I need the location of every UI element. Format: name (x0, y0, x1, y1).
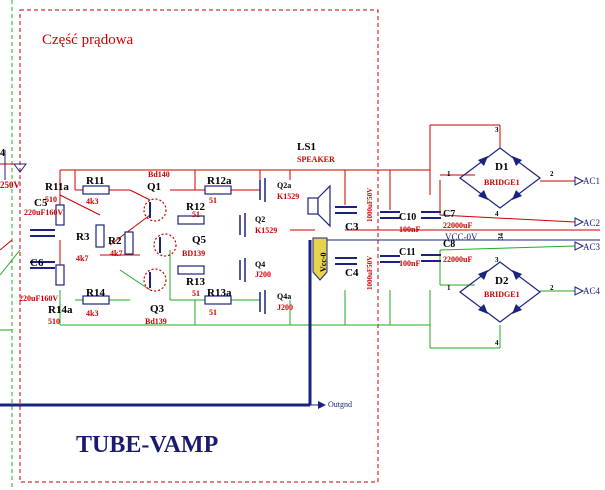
svg-text:SPEAKER: SPEAKER (297, 155, 335, 164)
q5-label: Q5 (192, 234, 207, 246)
svg-text:220uF160V: 220uF160V (19, 294, 58, 303)
bridge-diodes (478, 156, 522, 314)
svg-text:250V: 250V (0, 180, 21, 190)
svg-text:K1529: K1529 (255, 226, 277, 235)
section-frame (19, 9, 379, 483)
svg-text:4k7: 4k7 (76, 254, 88, 263)
c10-label: C10 (399, 212, 416, 223)
svg-text:100nF: 100nF (399, 225, 420, 234)
r3-label: R3 (76, 231, 90, 243)
q2a-label: Q2a (277, 181, 291, 190)
left-capacitors (30, 229, 55, 269)
c3-label: C3 (345, 221, 359, 233)
board-title: TUBE-VAMP (76, 432, 218, 458)
svg-text:22000uF: 22000uF (443, 255, 472, 264)
r11a-label: R11a (45, 181, 69, 193)
speaker-icon (307, 184, 331, 228)
svg-text:4: 4 (495, 339, 499, 347)
r12-label: R12 (186, 201, 205, 213)
c11-label: C11 (399, 247, 416, 258)
q1-label: Q1 (147, 181, 161, 193)
svg-text:51: 51 (192, 289, 200, 298)
svg-text:1000uF50V: 1000uF50V (366, 188, 374, 222)
r14-label: R14 (86, 287, 105, 299)
mosfet-transistors (239, 178, 266, 314)
svg-text:4: 4 (0, 148, 5, 159)
r2-label: R2 (108, 235, 122, 247)
svg-text:4k3: 4k3 (86, 309, 98, 318)
vcc0-connector (312, 237, 328, 281)
q2-label: Q2 (255, 215, 265, 224)
r13-label: R13 (186, 276, 205, 288)
svg-text:J200: J200 (277, 303, 293, 312)
c8-label: C8 (443, 239, 455, 250)
svg-text:100nF: 100nF (399, 259, 420, 268)
svg-text:34: 34 (497, 233, 505, 241)
svg-text:51: 51 (192, 210, 200, 219)
c7-label: C7 (443, 209, 455, 220)
c6-label: C6 (30, 257, 44, 269)
c4-label: C4 (345, 267, 359, 279)
vcc-net-label: VCC-0V (445, 232, 478, 242)
bridge-rectifiers (459, 147, 541, 323)
svg-text:510: 510 (48, 317, 60, 326)
svg-text:1: 1 (447, 284, 451, 292)
svg-text:2: 2 (550, 170, 554, 178)
svg-text:510: 510 (45, 195, 57, 204)
section-title: Część prądowa (42, 32, 134, 48)
right-capacitors (335, 206, 441, 265)
svg-text:4: 4 (495, 210, 499, 218)
ac1-label: AC1 (583, 176, 600, 186)
svg-text:220uF160V: 220uF160V (24, 208, 63, 217)
outgnd-label: Outgnd (328, 400, 352, 409)
d1-label: D1 (495, 161, 508, 173)
negative-wires (0, 245, 576, 349)
svg-text:51: 51 (209, 196, 217, 205)
svg-text:4k7: 4k7 (110, 249, 122, 258)
ac3-label: AC3 (583, 242, 601, 252)
ac2-label: AC2 (583, 218, 600, 228)
svg-text:1000uF50V: 1000uF50V (366, 256, 374, 290)
ground-wires (0, 240, 312, 407)
svg-text:BRIDGE1: BRIDGE1 (484, 178, 520, 187)
svg-text:Bd140: Bd140 (148, 170, 170, 179)
svg-text:K1529: K1529 (277, 192, 299, 201)
vcc0-label: Vcc-0 (319, 252, 328, 272)
ls1-label: LS1 (297, 141, 316, 153)
r13a-label: R13a (207, 287, 232, 299)
d2-label: D2 (495, 275, 509, 287)
q4-label: Q4 (255, 260, 265, 269)
ac-ports (574, 176, 585, 296)
svg-text:51: 51 (209, 308, 217, 317)
ac4-label: AC4 (583, 286, 601, 296)
svg-text:4k3: 4k3 (86, 197, 98, 206)
svg-text:3: 3 (495, 126, 499, 134)
svg-text:3: 3 (495, 256, 499, 264)
q3-label: Q3 (150, 303, 165, 315)
svg-text:BRIDGE1: BRIDGE1 (484, 290, 520, 299)
svg-text:2: 2 (550, 284, 554, 292)
svg-text:J200: J200 (255, 270, 271, 279)
r14a-label: R14a (48, 304, 73, 316)
svg-text:22000uF: 22000uF (443, 221, 472, 230)
svg-text:1: 1 (447, 170, 451, 178)
resistors (55, 185, 232, 305)
svg-text:BD139: BD139 (182, 249, 205, 258)
bjt-transistors (143, 198, 177, 292)
r12a-label: R12a (207, 175, 232, 187)
q4a-label: Q4a (277, 292, 291, 301)
ground-icon (13, 163, 27, 173)
outgnd-arrow-icon (318, 401, 326, 409)
r11-label: R11 (86, 175, 104, 187)
svg-text:Bd139: Bd139 (145, 317, 167, 326)
c5-label: C5 (34, 197, 48, 209)
